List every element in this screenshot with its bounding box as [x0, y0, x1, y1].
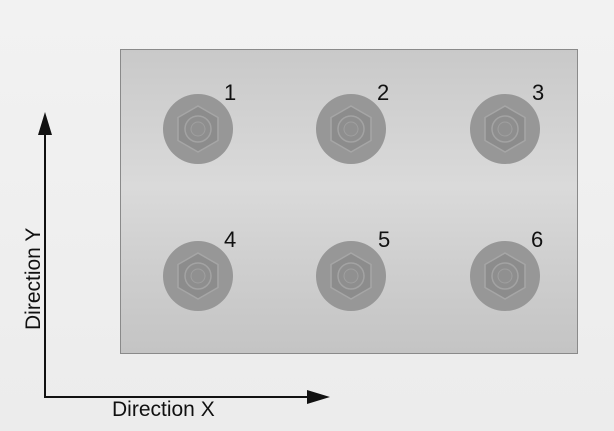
bolt-5 [315, 240, 387, 312]
bolt-2 [315, 93, 387, 165]
axis-y-arrow [38, 112, 52, 398]
bolt-icon [316, 94, 386, 164]
bolt-icon [163, 241, 233, 311]
bolt-label-3: 3 [532, 80, 545, 105]
bolt-label-1: 1 [224, 80, 237, 105]
axis-x-arrow [44, 390, 330, 404]
bolt-icon [163, 94, 233, 164]
bolt-icon [316, 241, 386, 311]
bolt-1 [162, 93, 234, 165]
bolt-icon [470, 94, 540, 164]
bolt-3 [469, 93, 541, 165]
bolt-icon [470, 241, 540, 311]
bolt-label-4: 4 [224, 227, 237, 252]
bolt-label-6: 6 [531, 227, 544, 252]
bolt-label-2: 2 [377, 80, 390, 105]
bolt-4 [162, 240, 234, 312]
axis-x-label: Direction X [112, 398, 215, 421]
bolt-6 [469, 240, 541, 312]
bolt-label-5: 5 [378, 227, 391, 252]
axis-y-label: Direction Y [22, 227, 45, 330]
